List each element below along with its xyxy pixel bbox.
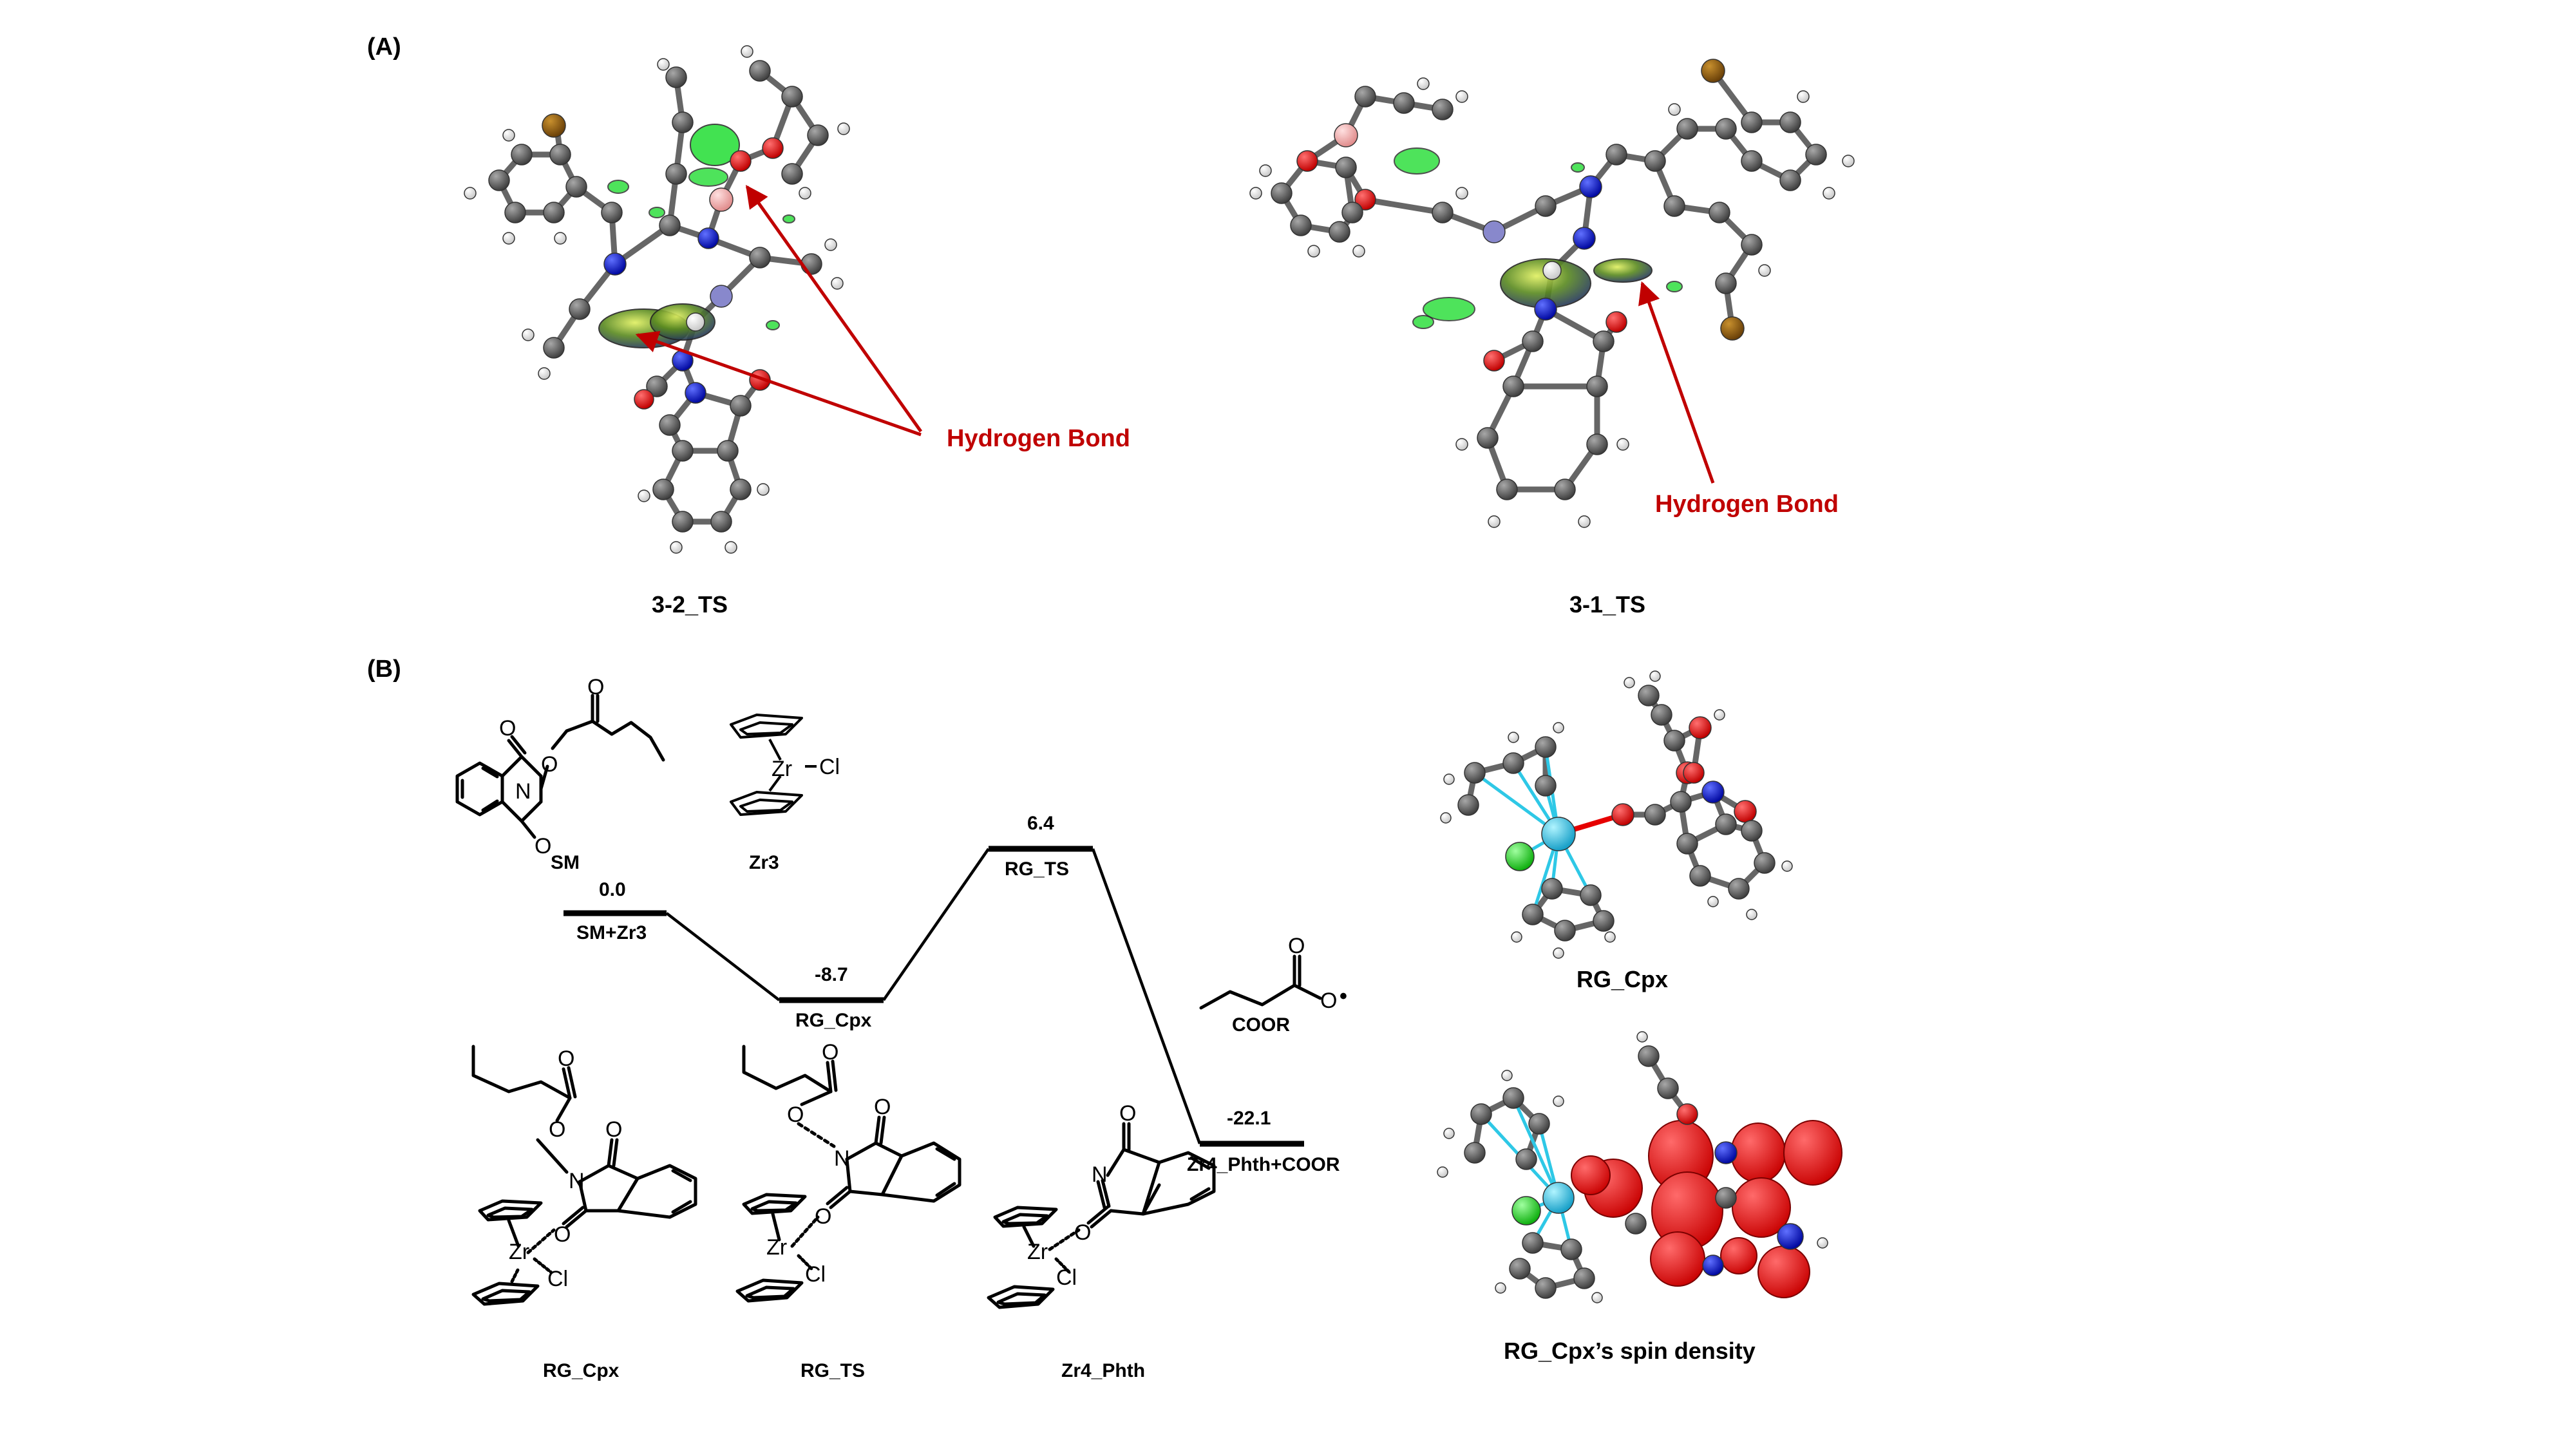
energy-profile: [564, 846, 1304, 1147]
atom-cl-zr3: Cl: [819, 755, 840, 779]
atom-cl-rg-cpx: Cl: [547, 1267, 569, 1291]
atom-o-rg-ts-acyl: O: [822, 1040, 839, 1065]
energy-label-rg-cpx: RG_Cpx: [795, 1010, 872, 1031]
coor-radical-dot: •: [1340, 984, 1347, 1009]
arrow-right: [1638, 281, 1715, 484]
label-zr3: Zr3: [749, 852, 779, 873]
connector-3: [1091, 848, 1202, 1144]
atom-cl-zr4-phth: Cl: [1056, 1265, 1077, 1290]
hydrogen-bond-label-right: Hydrogen Bond: [1655, 491, 1839, 518]
arrow-left-bottom: [635, 330, 922, 437]
atom-o-sm-ester: O: [541, 752, 558, 777]
hydrogen-bond-arrows: [635, 185, 1715, 484]
structure-zr3: [730, 714, 817, 816]
label-sm: SM: [551, 852, 580, 873]
atom-zr-zr3: Zr: [772, 757, 793, 781]
label-rg-cpx-structure: RG_Cpx: [543, 1360, 620, 1381]
energy-label-rg-ts: RG_TS: [1005, 858, 1070, 880]
atom-o-zr4-phth-zr: O: [1074, 1220, 1092, 1245]
label-coor: COOR: [1232, 1014, 1290, 1036]
atom-zr-rg-ts: Zr: [766, 1235, 788, 1260]
ts-model-right: [1249, 59, 1855, 528]
atom-zr-zr4-phth: Zr: [1027, 1240, 1048, 1264]
atom-cl-rg-ts: Cl: [805, 1262, 826, 1287]
panel-b-label: (B): [367, 656, 401, 683]
energy-value-rg-ts: 6.4: [1027, 813, 1054, 834]
atom-o-sm-acyl: O: [587, 675, 605, 699]
ts-model-left: [464, 45, 850, 554]
caption-rg-cpx-model: RG_Cpx: [1577, 966, 1669, 992]
energy-value-zr4-phth-coor: -22.1: [1227, 1108, 1271, 1129]
atom-o-rg-ts-zr: O: [815, 1204, 832, 1229]
panel-a-label: (A): [367, 33, 401, 61]
atom-o-sm-carbonyl-bottom: O: [535, 834, 552, 858]
atom-o-coor: O: [1288, 934, 1305, 958]
caption-3-2-ts: 3-2_TS: [652, 591, 728, 618]
atom-zr-rg-cpx: Zr: [509, 1240, 530, 1264]
atom-o-sm-carbonyl-top: O: [499, 716, 516, 741]
structure-rg-cpx: [471, 1045, 697, 1306]
atom-o-rg-cpx-zr: O: [554, 1222, 571, 1247]
atom-o-coor-radical: O: [1320, 989, 1338, 1013]
structure-coor: [1199, 954, 1322, 1010]
atom-o-rg-ts-ester: O: [787, 1103, 804, 1127]
connector-1: [665, 912, 781, 1001]
connector-2: [882, 848, 990, 1001]
rg-cpx-model: [1440, 670, 1793, 959]
structure-rg-ts: [735, 1045, 961, 1303]
atom-o-rg-cpx-top: O: [605, 1117, 623, 1142]
energy-label-sm-zr3: SM+Zr3: [576, 922, 647, 943]
energy-value-sm-zr3: 0.0: [599, 879, 626, 900]
structure-sm: [455, 694, 665, 839]
caption-spin-density: RG_Cpx’s spin density: [1504, 1338, 1756, 1364]
label-zr4-phth-structure: Zr4_Phth: [1061, 1360, 1146, 1381]
hydrogen-bond-label-left: Hydrogen Bond: [947, 425, 1130, 452]
atom-n-rg-ts: N: [834, 1146, 850, 1171]
atom-o-zr4-phth-top: O: [1119, 1101, 1137, 1126]
arrow-left-top: [745, 185, 923, 433]
atom-n-sm: N: [515, 779, 531, 804]
energy-label-zr4-phth-coor: Zr4_Phth+COOR: [1187, 1154, 1340, 1175]
atom-o-rg-ts-top: O: [874, 1095, 891, 1119]
caption-3-1-ts: 3-1_TS: [1569, 591, 1646, 618]
atom-n-rg-cpx: N: [569, 1169, 585, 1193]
rg-cpx-spin-density: [1437, 1031, 1842, 1303]
structure-zr4-phth: [987, 1122, 1216, 1309]
atom-o-rg-cpx-ester: O: [549, 1117, 566, 1142]
atom-o-rg-cpx-acyl: O: [558, 1046, 575, 1071]
atom-n-zr4-phth: N: [1092, 1162, 1108, 1187]
label-rg-ts-structure: RG_TS: [800, 1360, 866, 1381]
energy-value-rg-cpx: -8.7: [815, 964, 848, 985]
